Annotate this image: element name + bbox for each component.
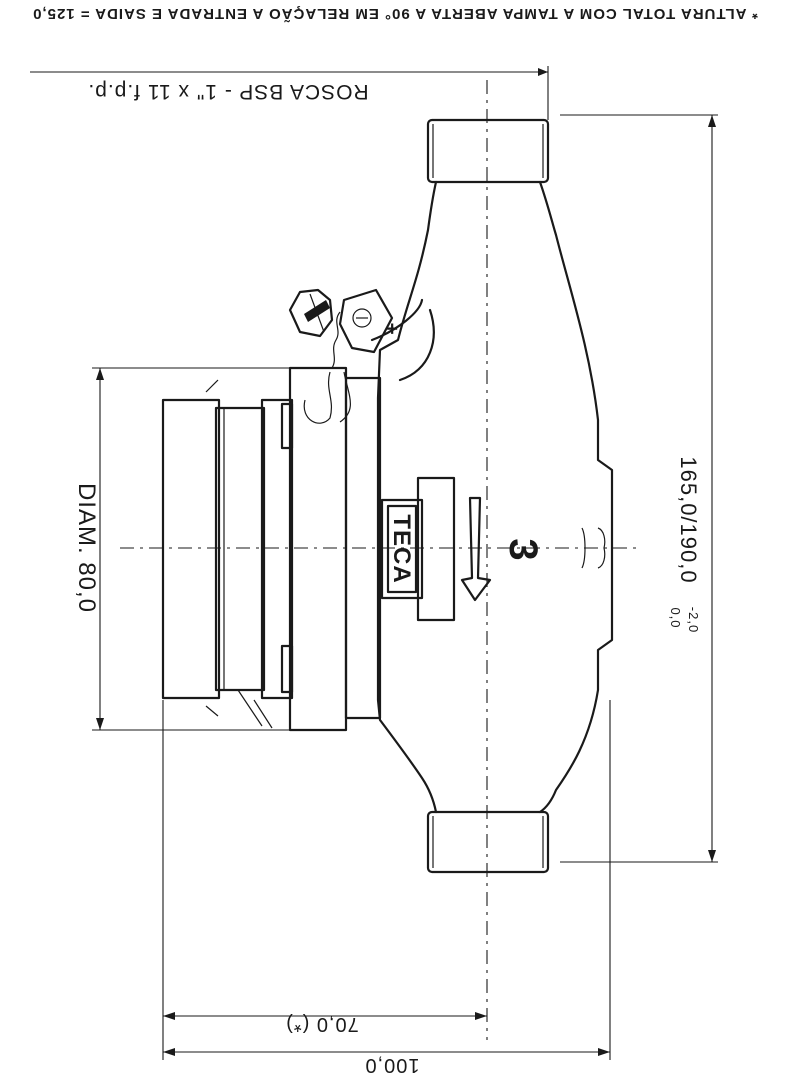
body-mark: 3	[501, 538, 545, 561]
length-label: 165,0/190,0	[676, 456, 701, 583]
tolerance-lower: -2,0	[686, 607, 701, 633]
register-head	[161, 311, 382, 732]
tolerance-upper: 0,0	[668, 607, 683, 628]
partial-height-label: 70,0 (*)	[285, 1013, 359, 1035]
seal-arc	[370, 298, 435, 382]
seal-wire	[303, 371, 333, 424]
total-height-note: * ALTURA TOTAL COM A TAMPA ABERTA A 90° …	[32, 5, 758, 23]
thread-dimension	[30, 66, 549, 120]
total-height-label: 100,0	[364, 1054, 419, 1076]
length-dimension	[560, 114, 718, 863]
flow-arrow	[460, 496, 492, 602]
register-slot-bottom	[280, 644, 294, 694]
height-dimensions	[162, 700, 611, 1060]
register-ring	[288, 366, 348, 732]
thread-spec-label: ROSCA BSP - 1" x 11 f.p.p.	[87, 80, 368, 103]
register-cover	[161, 398, 221, 700]
logo-text: TECA	[388, 514, 415, 583]
logo-plate: TECA	[380, 476, 456, 622]
diameter-dimension	[92, 367, 300, 731]
diameter-label: DIAM. 80,0	[73, 483, 100, 613]
register-slot-top	[280, 402, 294, 450]
plus-mark: +	[385, 317, 398, 339]
inlet-thread	[426, 118, 550, 184]
meter-body	[376, 118, 614, 874]
outlet-thread	[426, 810, 550, 874]
security-seal: +	[288, 288, 435, 382]
